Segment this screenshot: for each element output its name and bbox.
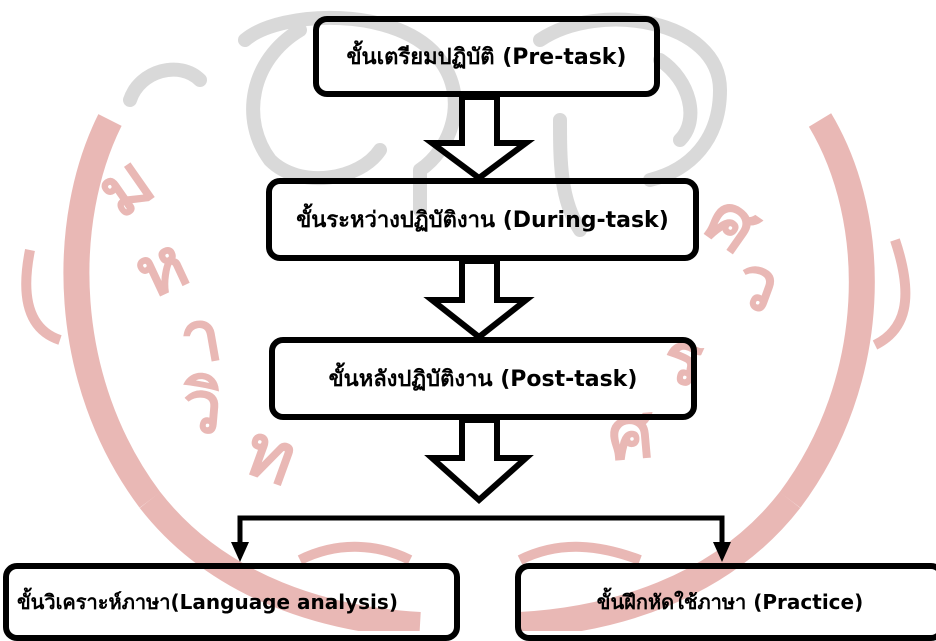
stage-pre-task-label: ขั้นเตรียมปฏิบัติ (Pre-task)	[346, 45, 627, 70]
seal-ribbons	[21, 238, 911, 565]
stage-pre-task-box: ขั้นเตรียมปฏิบัติ (Pre-task)	[313, 16, 660, 97]
arrowhead-to-analysis	[231, 542, 249, 562]
svg-text:วิ: วิ	[177, 363, 226, 450]
arrowhead-to-practice	[713, 542, 731, 562]
svg-text:ศ: ศ	[604, 389, 658, 477]
seal-ring	[63, 113, 875, 631]
arrow-pre-to-during	[422, 94, 536, 182]
stage-language-analysis-box: ขั้นวิเคราะห์ภาษา(Language analysis)	[3, 563, 460, 641]
stage-post-task-box: ขั้นหลังปฏิบัติงาน (Post-task)	[269, 337, 697, 420]
split-connector-line	[237, 515, 725, 545]
stage-language-analysis-label: ขั้นวิเคราะห์ภาษา(Language analysis)	[17, 590, 398, 614]
arrow-post-to-split	[424, 417, 534, 505]
stage-practice-box: ขั้นฝึกหัดใช้ภาษา (Practice)	[515, 563, 936, 641]
stage-post-task-label: ขั้นหลังปฏิบัติงาน (Post-task)	[328, 367, 638, 392]
arrow-during-to-post	[423, 258, 535, 341]
stage-during-task-box: ขั้นระหว่างปฏิบัติงาน (During-task)	[266, 178, 699, 261]
stage-practice-label: ขั้นฝึกหัดใช้ภาษา (Practice)	[596, 590, 864, 614]
stage-during-task-label: ขั้นระหว่างปฏิบัติงาน (During-task)	[296, 208, 669, 233]
